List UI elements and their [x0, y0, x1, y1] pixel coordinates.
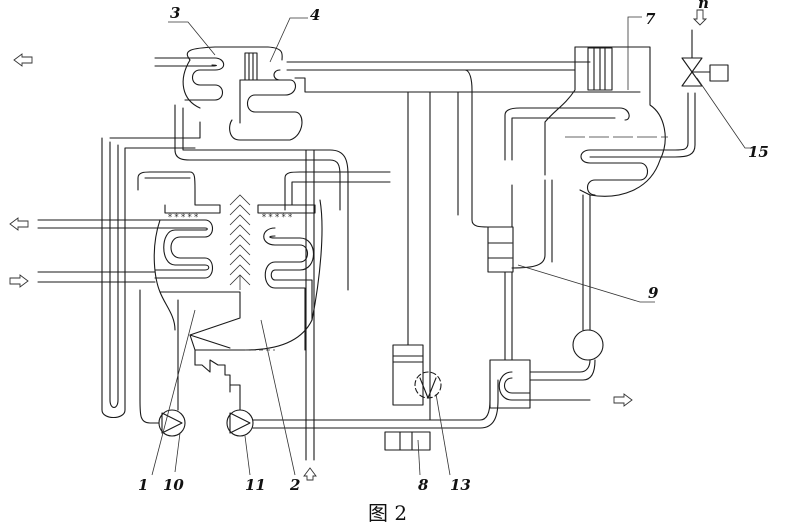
inlet-arrow-bottom — [303, 467, 317, 481]
label-10: 10 — [163, 476, 184, 494]
label-1: 1 — [138, 476, 148, 494]
label-4: 4 — [310, 6, 320, 24]
absorber-generator-vessel: * * * * * * * * * * — [37, 171, 391, 393]
inlet-pipe-bottom — [305, 149, 315, 461]
label-15: 15 — [748, 143, 769, 161]
ejector-column — [384, 91, 431, 451]
inlet-arrow-mid-left — [9, 274, 29, 288]
chevron-baffle — [229, 194, 251, 290]
absorber-coil — [37, 219, 214, 279]
spray-nozzles-left: * * * * * — [168, 213, 198, 222]
expansion-valve-15[interactable] — [681, 29, 729, 87]
evaporator-7 — [504, 46, 696, 197]
heat-exchanger-9 — [457, 69, 553, 361]
leader-lines — [151, 16, 755, 476]
outlet-arrow-bottom-right — [613, 393, 633, 407]
receiver-tank — [572, 194, 604, 361]
inlet-arrow-top-right — [692, 9, 708, 26]
label-7: 7 — [645, 10, 656, 28]
condenser-vessel — [154, 46, 641, 141]
figure-caption: 图 2 — [368, 501, 407, 525]
outlet-arrow-mid-left — [9, 217, 29, 231]
svg-text:* * * * *: * * * * * — [168, 213, 198, 222]
label-8: 8 — [418, 476, 429, 494]
svg-text:* * * * *: * * * * * — [262, 213, 292, 222]
label-2: 2 — [289, 476, 300, 494]
label-3: 3 — [170, 4, 180, 22]
subcooler — [489, 359, 596, 409]
return-loop — [101, 121, 201, 419]
label-11: 11 — [245, 476, 266, 494]
ejector-13[interactable] — [414, 371, 442, 399]
spray-nozzles-right: * * * * * — [262, 213, 292, 222]
inlet-pipe-left — [37, 271, 156, 283]
pump1-suction — [139, 289, 160, 424]
label-n: n — [698, 0, 709, 12]
outlet-arrow-top-left — [13, 53, 33, 67]
solution-pump-2[interactable] — [226, 409, 254, 437]
label-13: 13 — [450, 476, 471, 494]
condensate-pipe — [174, 104, 341, 211]
label-9: 9 — [648, 284, 659, 302]
